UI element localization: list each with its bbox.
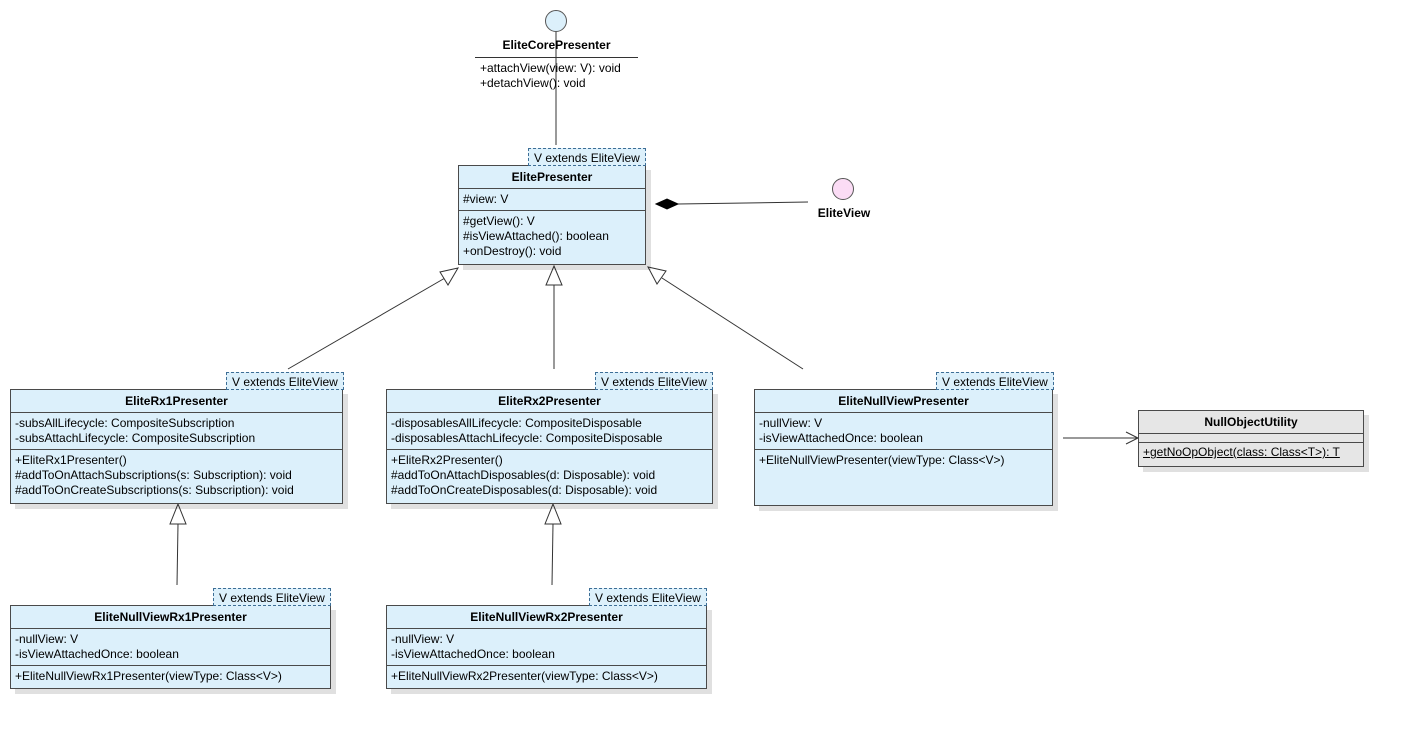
nullview-rx1-generalization-line — [176, 523, 179, 586]
null-view-rx1-presenter-name: EliteNullViewRx1Presenter — [11, 606, 330, 629]
rx1-presenter-class[interactable]: EliteRx1Presenter -subsAllLifecycle: Com… — [10, 389, 343, 504]
null-object-utility-class[interactable]: NullObjectUtility +getNoOpObject(class: … — [1138, 410, 1364, 467]
attribute: -isViewAttachedOnce: boolean — [15, 647, 179, 661]
composition-diamond — [654, 198, 680, 210]
null-view-rx2-presenter-operations: +EliteNullViewRx2Presenter(viewType: Cla… — [387, 666, 706, 687]
operation: #isViewAttached(): boolean — [463, 229, 609, 243]
null-view-rx2-presenter-attributes: -nullView: V -isViewAttachedOnce: boolea… — [387, 629, 706, 666]
null-view-rx2-presenter-type-parameter: V extends EliteView — [589, 588, 707, 606]
elite-view-name[interactable]: EliteView — [817, 206, 871, 220]
operation: +EliteNullViewRx1Presenter(viewType: Cla… — [15, 669, 282, 683]
operation: #addToOnCreateSubscriptions(s: Subscript… — [15, 483, 294, 497]
elite-view-interface-icon — [832, 178, 854, 200]
operation: +EliteRx2Presenter() — [391, 453, 503, 467]
null-view-presenter-type-parameter: V extends EliteView — [936, 372, 1054, 390]
attribute: -nullView: V — [759, 416, 823, 430]
null-object-utility-name: NullObjectUtility — [1139, 411, 1363, 434]
rx2-presenter-class[interactable]: EliteRx2Presenter -disposablesAllLifecyc… — [386, 389, 713, 504]
attribute: -subsAllLifecycle: CompositeSubscription — [15, 416, 235, 430]
null-object-utility-operations: +getNoOpObject(class: Class<T>): T — [1139, 443, 1363, 463]
rx1-presenter-name: EliteRx1Presenter — [11, 390, 342, 413]
null-view-presenter-attributes: -nullView: V -isViewAttachedOnce: boolea… — [755, 413, 1052, 450]
rx1-generalization-line — [287, 277, 446, 370]
rx2-presenter-attributes: -disposablesAllLifecycle: CompositeDispo… — [387, 413, 712, 450]
rx2-generalization-arrow — [545, 264, 563, 286]
elite-presenter-class[interactable]: ElitePresenter #view: V #getView(): V #i… — [458, 165, 646, 265]
null-view-presenter-class[interactable]: EliteNullViewPresenter -nullView: V -isV… — [754, 389, 1053, 506]
attribute: -nullView: V — [391, 632, 455, 646]
core-presenter-operation-attach: +attachView(view: V): void — [480, 61, 621, 75]
nullview-rx2-generalization-arrow — [544, 502, 562, 525]
null-view-rx2-presenter-class[interactable]: EliteNullViewRx2Presenter -nullView: V -… — [386, 605, 707, 689]
null-view-rx1-presenter-attributes: -nullView: V -isViewAttachedOnce: boolea… — [11, 629, 330, 666]
operation: #getView(): V — [463, 214, 535, 228]
core-presenter-interface-icon — [545, 10, 567, 32]
elite-presenter-type-parameter: V extends EliteView — [528, 148, 646, 166]
operation: +EliteNullViewRx2Presenter(viewType: Cla… — [391, 669, 658, 683]
rx1-presenter-type-parameter: V extends EliteView — [226, 372, 344, 390]
elite-presenter-operations: #getView(): V #isViewAttached(): boolean… — [459, 211, 645, 262]
operation: #addToOnCreateDisposables(d: Disposable)… — [391, 483, 658, 497]
nullview-generalization-arrow — [647, 266, 667, 285]
null-view-presenter-name: EliteNullViewPresenter — [755, 390, 1052, 413]
null-object-utility-attributes — [1139, 434, 1363, 443]
elite-presenter-attributes: #view: V — [459, 189, 645, 211]
null-view-rx1-presenter-operations: +EliteNullViewRx1Presenter(viewType: Cla… — [11, 666, 330, 687]
attribute: -subsAttachLifecycle: CompositeSubscript… — [15, 431, 256, 445]
operation: +EliteRx1Presenter() — [15, 453, 127, 467]
null-view-rx2-presenter-name: EliteNullViewRx2Presenter — [387, 606, 706, 629]
null-view-presenter-operations: +EliteNullViewPresenter(viewType: Class<… — [755, 450, 1052, 471]
rx2-presenter-type-parameter: V extends EliteView — [595, 372, 713, 390]
elite-presenter-name: ElitePresenter — [459, 166, 645, 189]
rx2-presenter-name: EliteRx2Presenter — [387, 390, 712, 413]
rx2-presenter-operations: +EliteRx2Presenter() #addToOnAttachDispo… — [387, 450, 712, 501]
attribute: -nullView: V — [15, 632, 79, 646]
attribute: -isViewAttachedOnce: boolean — [759, 431, 923, 445]
core-presenter-operation-detach: +detachView(): void — [480, 76, 586, 90]
operation: +EliteNullViewPresenter(viewType: Class<… — [759, 453, 1005, 467]
operation: #addToOnAttachDisposables(d: Disposable)… — [391, 468, 656, 482]
nullview-rx2-generalization-line — [551, 523, 554, 586]
null-view-rx1-presenter-type-parameter: V extends EliteView — [213, 588, 331, 606]
attribute: -disposablesAttachLifecycle: CompositeDi… — [391, 431, 663, 445]
rx1-presenter-operations: +EliteRx1Presenter() #addToOnAttachSubsc… — [11, 450, 342, 501]
attribute: -disposablesAllLifecycle: CompositeDispo… — [391, 416, 642, 430]
rx1-generalization-arrow — [439, 267, 460, 286]
operation: +onDestroy(): void — [463, 244, 562, 258]
attribute: #view: V — [463, 192, 509, 206]
nullview-rx1-generalization-arrow — [169, 502, 187, 525]
null-view-rx1-presenter-class[interactable]: EliteNullViewRx1Presenter -nullView: V -… — [10, 605, 331, 689]
core-presenter-name[interactable]: EliteCorePresenter — [502, 38, 611, 52]
rx1-presenter-attributes: -subsAllLifecycle: CompositeSubscription… — [11, 413, 342, 450]
attribute: -isViewAttachedOnce: boolean — [391, 647, 555, 661]
operation: +getNoOpObject(class: Class<T>): T — [1143, 445, 1340, 459]
elite-view-composition-line — [677, 201, 809, 205]
operation: #addToOnAttachSubscriptions(s: Subscript… — [15, 468, 292, 482]
core-presenter-separator — [475, 57, 638, 58]
nullview-generalization-line — [661, 277, 804, 370]
